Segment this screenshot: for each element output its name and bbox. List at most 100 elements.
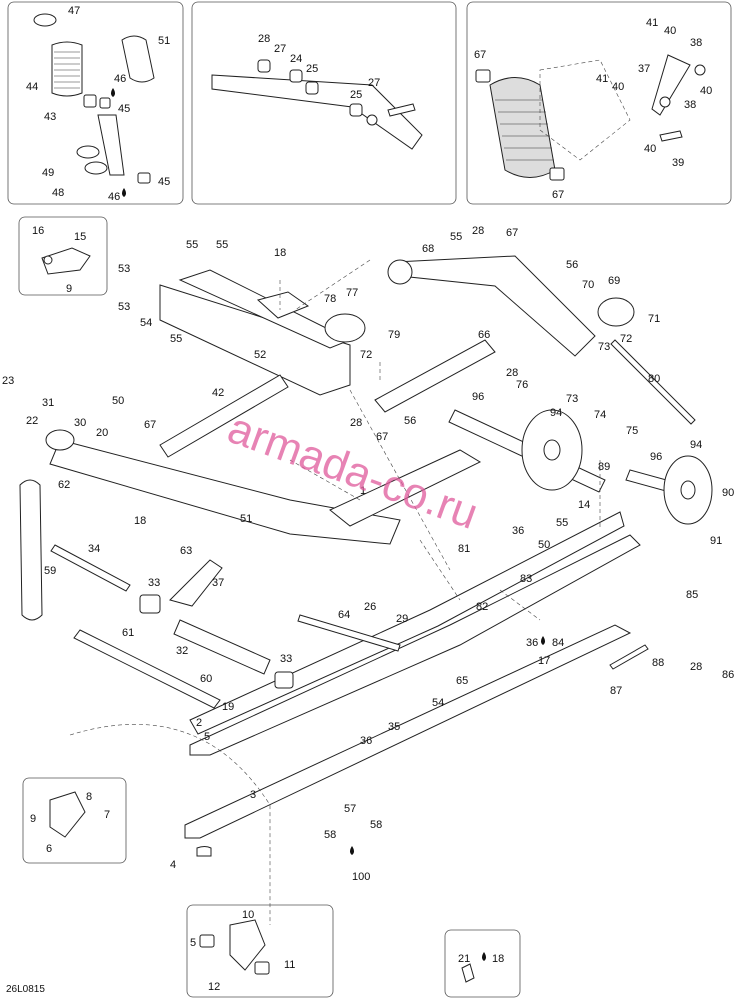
callout-53: 53 <box>118 301 130 313</box>
callout-23: 23 <box>2 375 14 387</box>
callout-25: 25 <box>306 63 318 75</box>
inset-box-bracket <box>186 904 334 998</box>
callout-5: 5 <box>190 937 196 949</box>
callout-18: 18 <box>274 247 286 259</box>
callout-34: 34 <box>88 543 100 555</box>
callout-62: 62 <box>58 479 70 491</box>
callout-2: 2 <box>196 717 202 729</box>
callout-18: 18 <box>134 515 146 527</box>
arm-assembly-inset <box>211 59 423 150</box>
callout-68: 68 <box>422 243 434 255</box>
callout-65: 65 <box>456 675 468 687</box>
callout-56: 56 <box>404 415 416 427</box>
callout-44: 44 <box>26 81 38 93</box>
callout-75: 75 <box>626 425 638 437</box>
callout-28: 28 <box>472 225 484 237</box>
inset-box-arm <box>191 1 457 205</box>
callout-9: 9 <box>30 813 36 825</box>
callout-72: 72 <box>360 349 372 361</box>
inset-box-clip <box>18 216 108 296</box>
callout-27: 27 <box>368 77 380 89</box>
callout-24: 24 <box>290 53 302 65</box>
callout-38: 38 <box>684 99 696 111</box>
callout-41: 41 <box>646 17 658 29</box>
callout-56: 56 <box>566 259 578 271</box>
callout-67: 67 <box>506 227 518 239</box>
callout-4: 4 <box>170 859 176 871</box>
callout-8: 8 <box>86 791 92 803</box>
callout-12: 12 <box>208 981 220 993</box>
callout-67: 67 <box>144 419 156 431</box>
callout-36: 36 <box>360 735 372 747</box>
callout-39: 39 <box>672 157 684 169</box>
callout-94: 94 <box>690 439 702 451</box>
callout-15: 15 <box>74 231 86 243</box>
callout-45: 45 <box>118 103 130 115</box>
callout-46: 46 <box>108 191 120 203</box>
callout-28: 28 <box>258 33 270 45</box>
callout-50: 50 <box>538 539 550 551</box>
callout-41: 41 <box>596 73 608 85</box>
callout-25: 25 <box>350 89 362 101</box>
callout-83: 83 <box>520 573 532 585</box>
callout-48: 48 <box>52 187 64 199</box>
callout-73: 73 <box>566 393 578 405</box>
callout-37: 37 <box>638 63 650 75</box>
callout-54: 54 <box>140 317 152 329</box>
callout-21: 21 <box>458 953 470 965</box>
callout-labels: 47 51 44 46 45 43 49 48 46 45 28 27 24 2… <box>2 5 734 993</box>
callout-53: 53 <box>118 263 130 275</box>
callout-9: 9 <box>66 283 72 295</box>
callout-87: 87 <box>610 685 622 697</box>
diagram-code: 26L0815 <box>6 984 45 995</box>
inset-box-slider-block <box>22 777 127 864</box>
callout-74: 74 <box>594 409 606 421</box>
inset-box-small-part <box>444 929 521 998</box>
callout-16: 16 <box>32 225 44 237</box>
callout-59: 59 <box>44 565 56 577</box>
callout-26: 26 <box>364 601 376 613</box>
callout-58: 58 <box>370 819 382 831</box>
callout-57: 57 <box>344 803 356 815</box>
callout-67: 67 <box>474 49 486 61</box>
callout-20: 20 <box>96 427 108 439</box>
callout-43: 43 <box>44 111 56 123</box>
callout-55: 55 <box>186 239 198 251</box>
callout-37: 37 <box>212 577 224 589</box>
callout-28: 28 <box>506 367 518 379</box>
callout-40: 40 <box>612 81 624 93</box>
callout-27: 27 <box>274 43 286 55</box>
main-suspension-assembly <box>19 255 713 983</box>
callout-76: 76 <box>516 379 528 391</box>
callout-1: 1 <box>360 485 366 497</box>
callout-69: 69 <box>608 275 620 287</box>
callout-80: 80 <box>648 373 660 385</box>
inset-box-shock-spring <box>7 1 184 205</box>
callout-30: 30 <box>74 417 86 429</box>
callout-28: 28 <box>690 661 702 673</box>
callout-61: 61 <box>122 627 134 639</box>
callout-33: 33 <box>280 653 292 665</box>
callout-88: 88 <box>652 657 664 669</box>
callout-86: 86 <box>722 669 734 681</box>
callout-55: 55 <box>216 239 228 251</box>
callout-52: 52 <box>254 349 266 361</box>
callout-100: 100 <box>352 871 370 883</box>
callout-89: 89 <box>598 461 610 473</box>
callout-63: 63 <box>180 545 192 557</box>
callout-51: 51 <box>240 513 252 525</box>
callout-33: 33 <box>148 577 160 589</box>
shock-spring-assembly <box>33 13 155 197</box>
callout-32: 32 <box>176 645 188 657</box>
callout-7: 7 <box>104 809 110 821</box>
callout-47: 47 <box>68 5 80 17</box>
callout-82: 82 <box>476 601 488 613</box>
callout-49: 49 <box>42 167 54 179</box>
callout-29: 29 <box>396 613 408 625</box>
callout-35: 35 <box>388 721 400 733</box>
callout-84: 84 <box>552 637 564 649</box>
callout-78: 78 <box>324 293 336 305</box>
clip-inset <box>41 247 91 275</box>
callout-55: 55 <box>450 231 462 243</box>
